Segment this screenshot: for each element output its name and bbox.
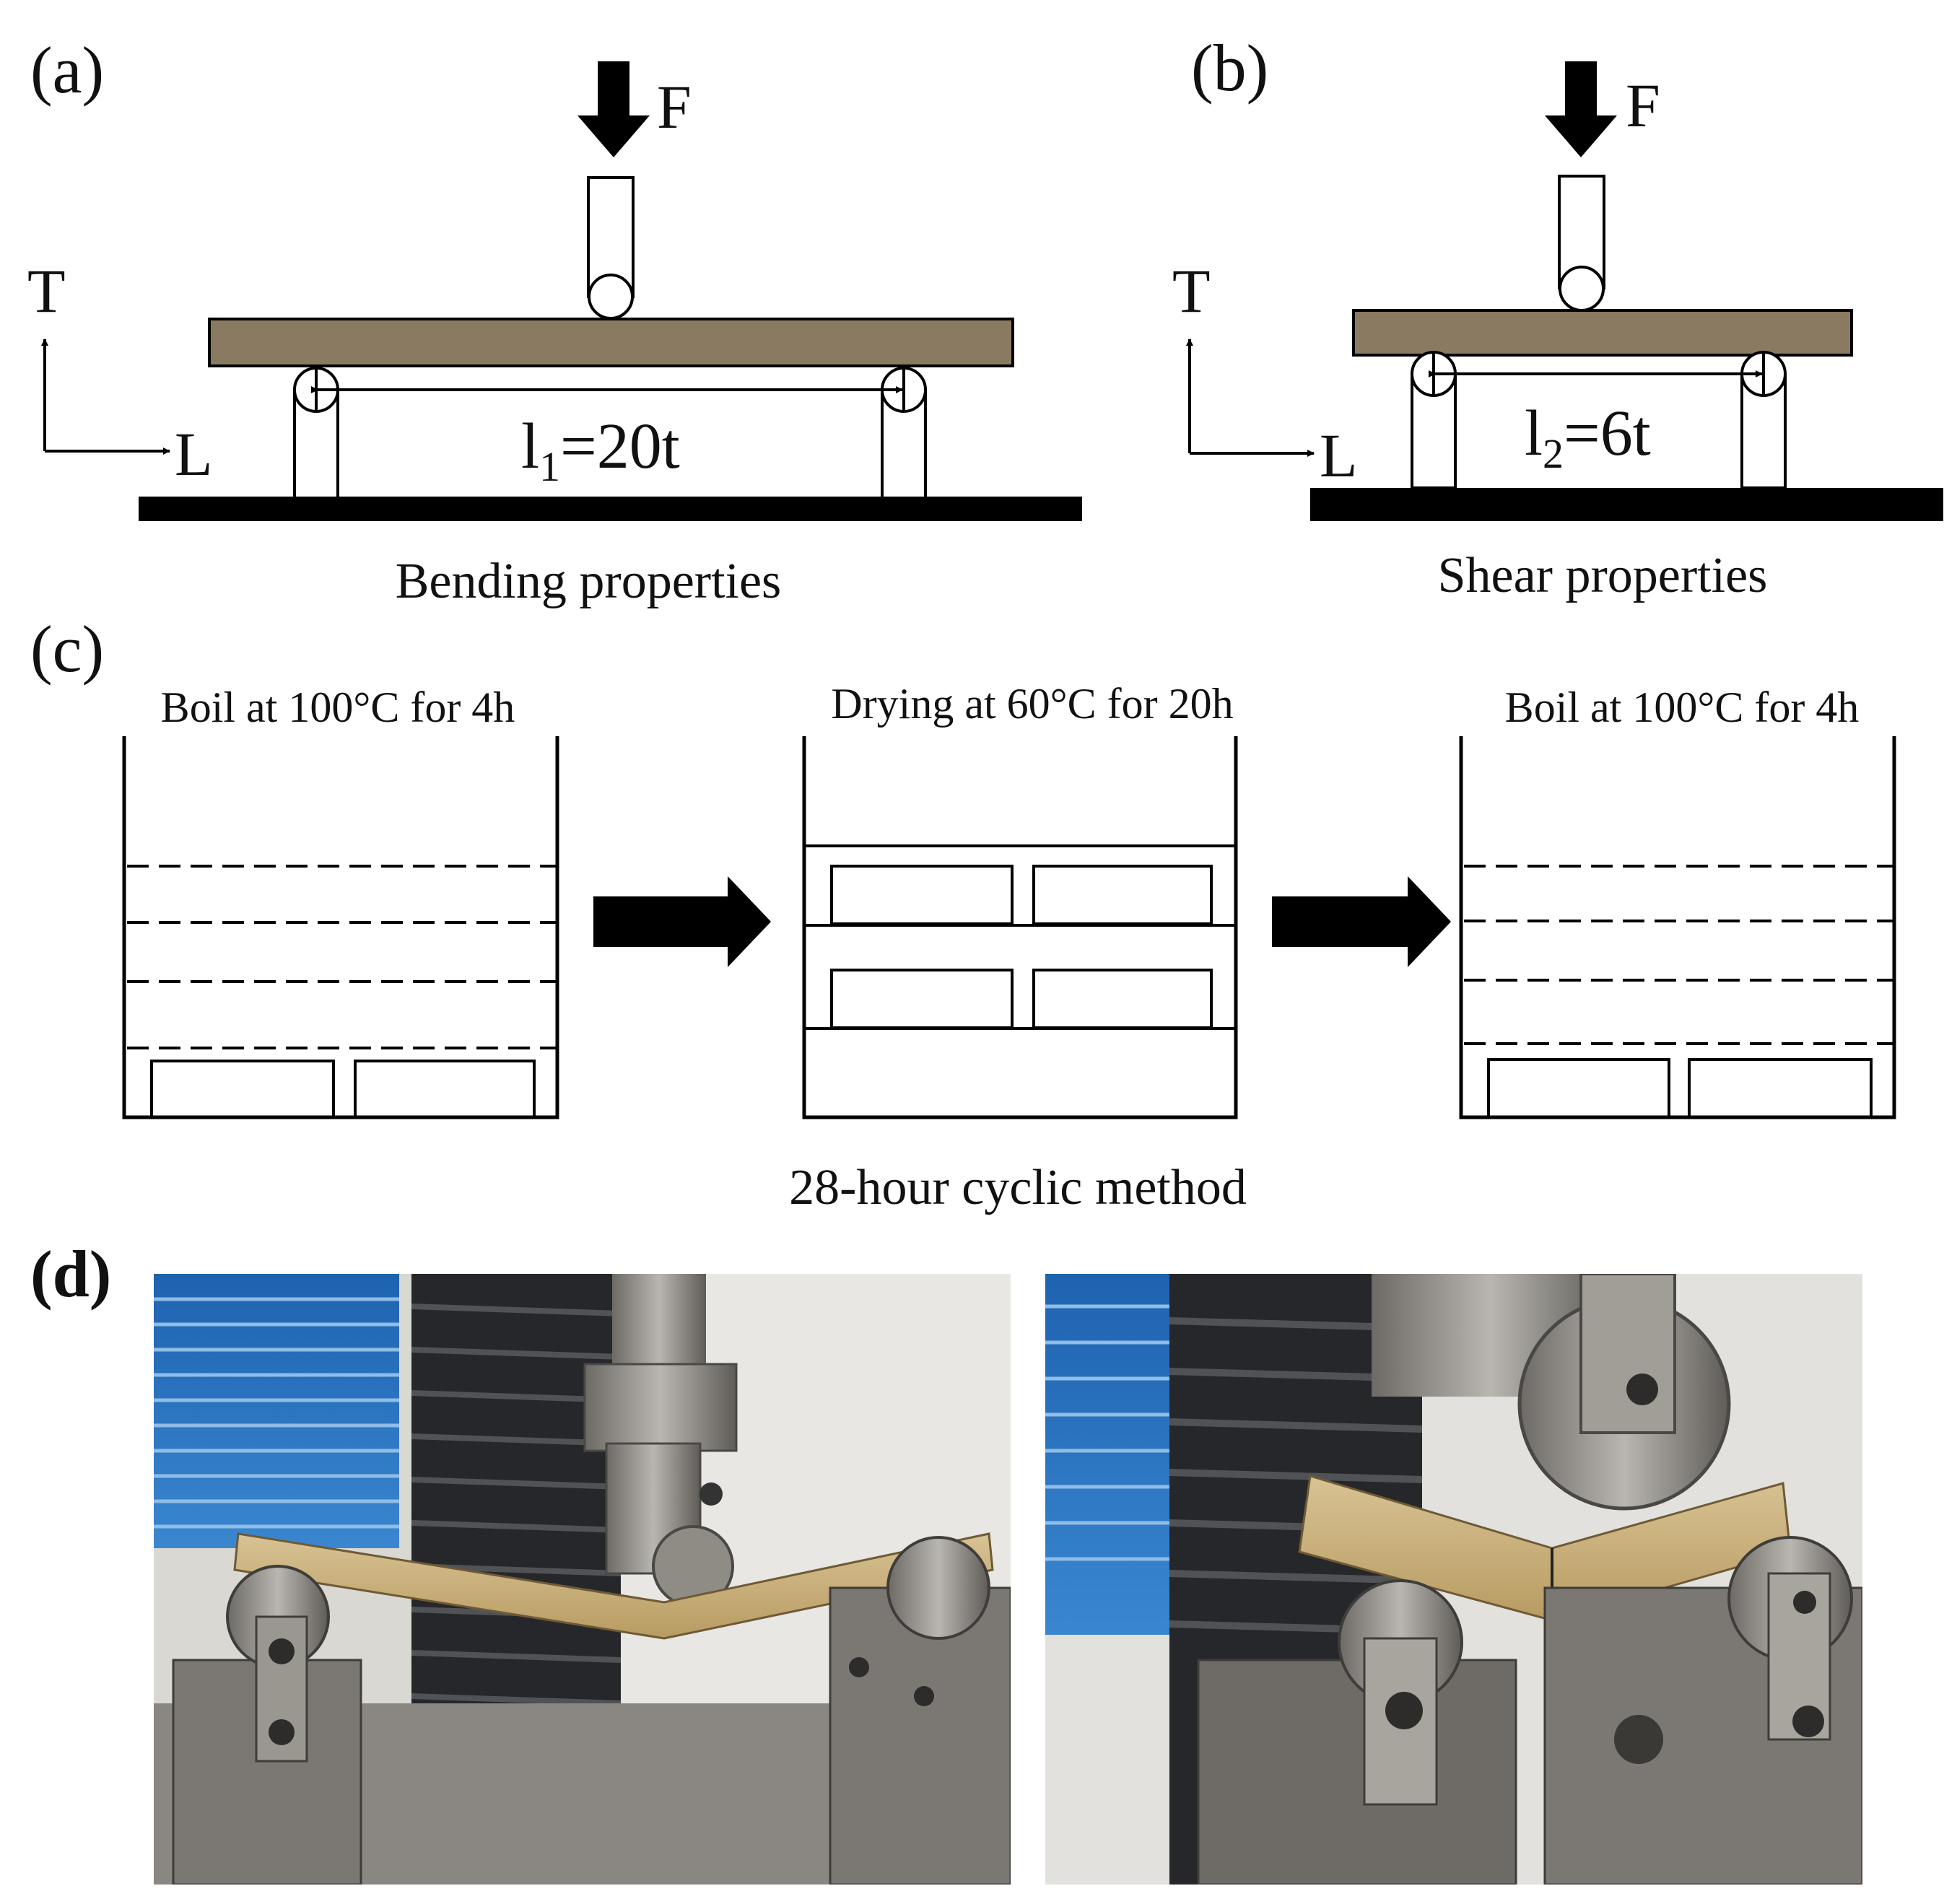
boil-container-1 [122, 736, 559, 1119]
loading-nose [587, 176, 635, 320]
axis-l-label: L [1320, 421, 1358, 490]
panel-b-caption: Shear properties [1438, 548, 1768, 603]
panel-c-caption: 28-hour cyclic method [789, 1160, 1247, 1215]
test-base [139, 497, 1082, 521]
loading-nose [1558, 175, 1605, 312]
step-2-label: Drying at 60°C for 20h [831, 680, 1233, 728]
specimen-beam [1352, 309, 1853, 357]
panel-b-label: (b) [1191, 31, 1268, 105]
axis-icon [1186, 339, 1315, 457]
panel-d-label: (d) [30, 1237, 111, 1311]
axis-t-label: T [1172, 256, 1211, 326]
panel-c-label: (c) [30, 612, 104, 686]
force-label: F [1626, 71, 1660, 140]
panel-a-label: (a) [30, 33, 104, 107]
process-arrow-icon [1272, 876, 1451, 967]
boil-container-2 [1459, 736, 1896, 1119]
test-base [1310, 488, 1943, 521]
axis-t-label: T [27, 256, 66, 326]
shear-test-photo [1045, 1274, 1862, 1885]
axis-l-label: L [175, 419, 213, 489]
process-arrow-icon [593, 876, 771, 967]
panel-c: (c) Boil at 100°C for 4h Drying at 60°C … [30, 612, 1896, 1215]
force-arrow-icon [577, 61, 650, 157]
panel-a: (a) F l1=20t T L [27, 33, 1082, 609]
specimen-beam [208, 318, 1014, 367]
bending-test-photo [154, 1274, 1011, 1885]
panel-d: (d) [30, 1237, 1862, 1885]
span-label: l2=6t [1525, 398, 1651, 477]
panel-b: (b) F l2=6t T L Shear properties [1172, 31, 1943, 603]
force-label: F [657, 72, 692, 141]
panel-a-caption: Bending properties [396, 554, 782, 609]
step-1-label: Boil at 100°C for 4h [161, 684, 515, 731]
drying-oven [802, 736, 1238, 1119]
axis-icon [41, 339, 170, 455]
force-arrow-icon [1545, 61, 1617, 157]
step-3-label: Boil at 100°C for 4h [1505, 684, 1860, 731]
span-label: l1=20t [521, 411, 680, 490]
